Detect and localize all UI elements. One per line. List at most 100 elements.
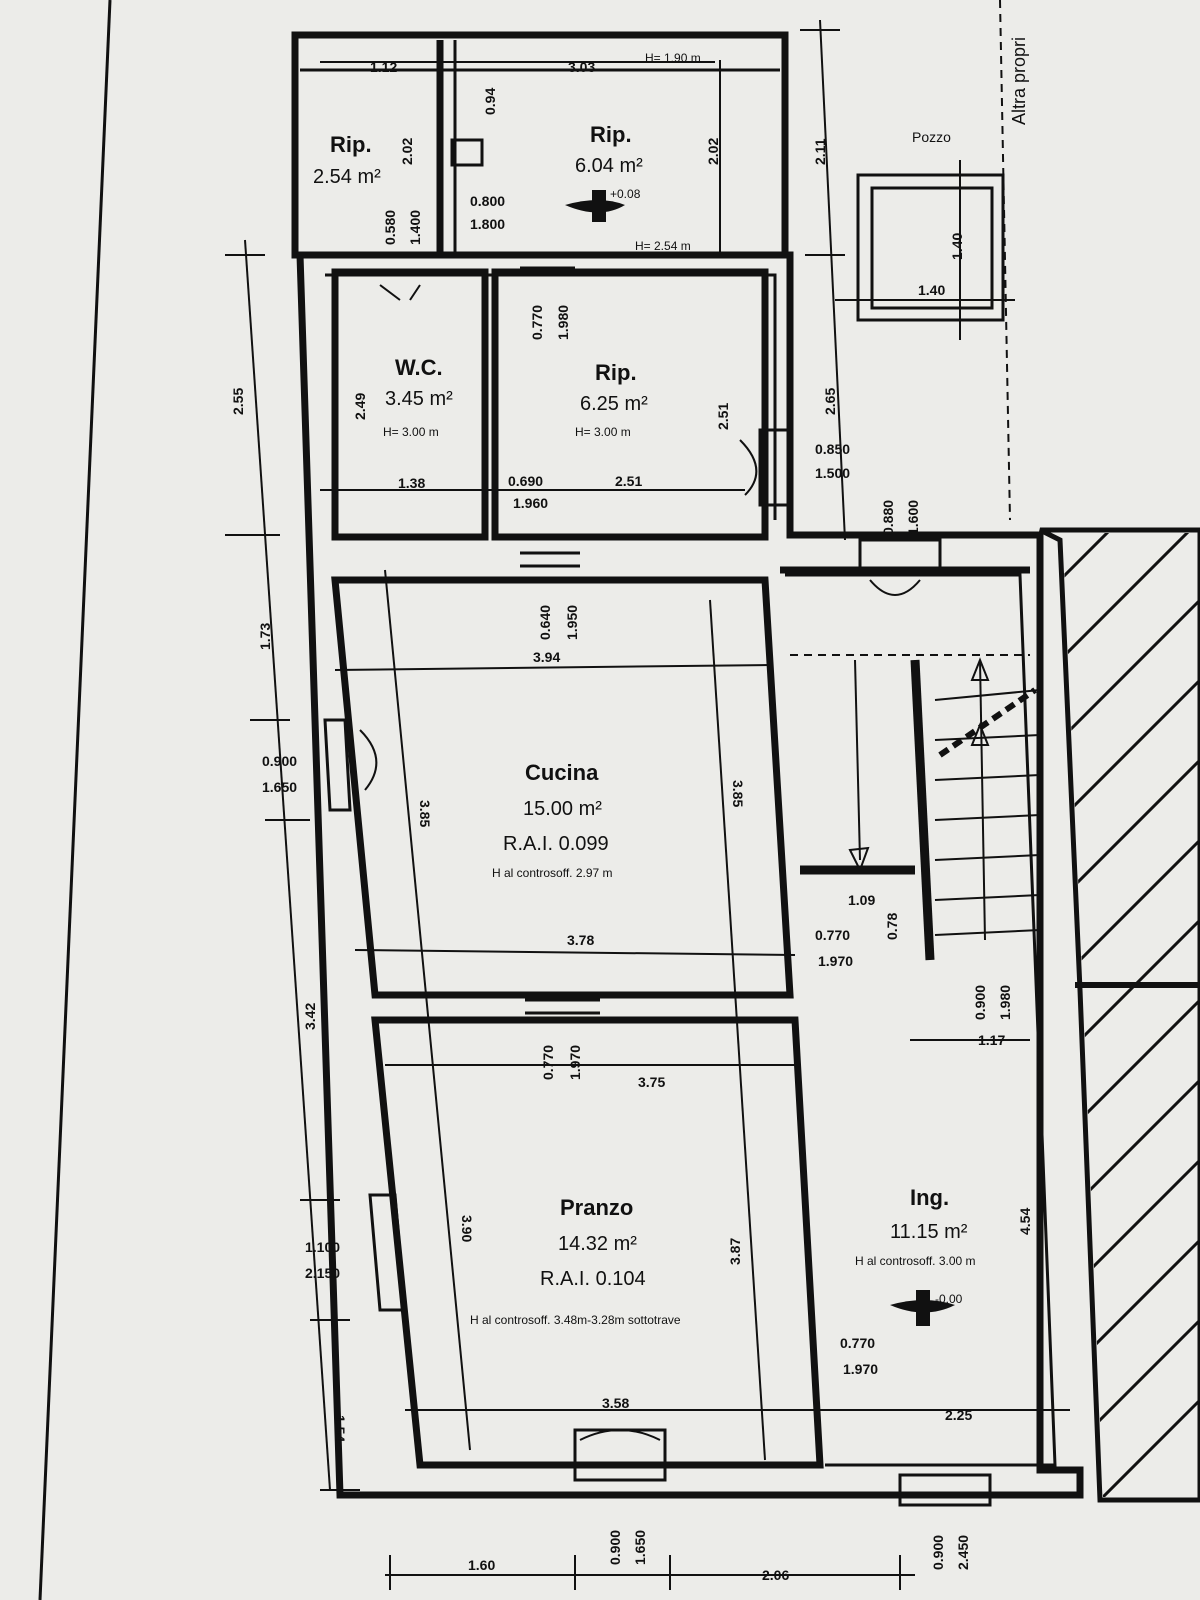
dim-label: 0.770 [540, 1045, 556, 1080]
dim-label: 0.770 [815, 927, 850, 943]
level-markers [565, 190, 955, 1326]
dim-label: 0.900 [972, 985, 988, 1020]
room-pranzo-name: Pranzo [560, 1195, 633, 1220]
dim-label: 0.850 [815, 441, 850, 457]
dim-label: 3.85 [417, 800, 433, 827]
dim-label: 1.970 [818, 953, 853, 969]
main-walls [296, 251, 1084, 1499]
dim-label: 2.06 [762, 1567, 789, 1583]
dim-label: 3.58 [602, 1395, 629, 1411]
door-and-window-symbols [323, 253, 992, 1507]
dim-label: 1.38 [398, 475, 425, 491]
room-rip-top-area: 6.04 m² [575, 155, 643, 177]
room-wc-name: W.C. [395, 355, 443, 380]
dim-label: 2.02 [399, 138, 415, 165]
room-cucina-name: Cucina [525, 760, 599, 785]
dim-label: 1.54 [332, 1415, 348, 1442]
hatched-neighbour-area [1038, 527, 1200, 1503]
dim-label: 0.690 [508, 473, 543, 489]
room-rip-top-level: +0.08 [610, 187, 641, 201]
dimension-lines [225, 19, 1070, 1590]
dim-label: 1.970 [843, 1361, 878, 1377]
room-ingresso-level: -0.00 [935, 1292, 963, 1306]
dim-label: 2.02 [705, 138, 721, 165]
dim-label: 1.09 [848, 892, 875, 908]
room-cucina-height: H al controsoff. 2.97 m [492, 866, 613, 880]
dim-label: 1.500 [815, 465, 850, 481]
room-rip-mid-area: 6.25 m² [580, 393, 648, 415]
dim-label: 1.17 [978, 1032, 1005, 1048]
dim-label: 1.400 [407, 210, 423, 245]
dim-label: 0.900 [930, 1535, 946, 1570]
dim-label: 1.800 [470, 216, 505, 232]
dim-label: 3.90 [459, 1215, 475, 1242]
dim-label: 1.960 [513, 495, 548, 511]
dim-label: 2.11 [812, 138, 828, 165]
dim-label: 1.950 [564, 605, 580, 640]
dim-label: 1.650 [632, 1530, 648, 1565]
dim-label: 1.12 [370, 59, 397, 75]
dim-label: 0.900 [262, 753, 297, 769]
dim-label: 2.55 [230, 388, 246, 415]
dim-label: 3.42 [302, 1003, 318, 1030]
dim-label: 3.78 [567, 932, 594, 948]
dim-label: 1.40 [918, 282, 945, 298]
dim-label: 0.770 [840, 1335, 875, 1351]
dim-label: 1.40 [949, 233, 965, 260]
dim-label: 1.73 [257, 623, 273, 650]
room-ingresso-height: H al controsoff. 3.00 m [855, 1254, 976, 1268]
dim-label: 3.75 [638, 1074, 665, 1090]
dim-label: 0.640 [537, 605, 553, 640]
room-rip-top-height: H= 1.90 m [645, 51, 701, 65]
room-pranzo-height: H al controsoff. 3.48m-3.28m sottotrave [470, 1313, 681, 1327]
dim-label: 2.150 [305, 1265, 340, 1281]
dim-label: 1.100 [305, 1239, 340, 1255]
room-pranzo-area: 14.32 m² [558, 1233, 637, 1255]
dim-label: 2.65 [822, 388, 838, 415]
dim-label: 0.580 [382, 210, 398, 245]
room-ingresso-area: 11.15 m² [890, 1221, 968, 1243]
dim-label: 2.25 [945, 1407, 972, 1423]
dim-label: 3.94 [533, 649, 560, 665]
room-ingresso-name: Ing. [910, 1185, 949, 1210]
property-boundary-line [999, 0, 1011, 521]
dim-label: 1.60 [468, 1557, 495, 1573]
room-rip-small-name: Rip. [330, 132, 372, 157]
dim-label: 2.51 [615, 473, 642, 489]
dim-label: 1.980 [555, 305, 571, 340]
room-cucina-area: 15.00 m² [523, 798, 602, 820]
dim-label: 1.600 [905, 500, 921, 535]
dim-label: 0.94 [482, 88, 498, 115]
room-wc-height: H= 3.00 m [383, 425, 439, 439]
room-rip-top-name: Rip. [590, 122, 632, 147]
dim-label: 0.800 [470, 193, 505, 209]
sheet-border-line [38, 0, 112, 1600]
dim-label: 0.880 [880, 500, 896, 535]
dim-label: 4.54 [1017, 1208, 1033, 1235]
neighbour-property-label: Altra propri [1009, 37, 1029, 125]
dimension-labels: 1.12 3.03 2.02 2.02 0.94 0.800 1.800 0.5… [230, 59, 1033, 1583]
dim-label: 1.980 [997, 985, 1013, 1020]
room-rip-mid-name: Rip. [595, 360, 637, 385]
dim-label: 2.450 [955, 1535, 971, 1570]
dim-label: 2.51 [715, 403, 731, 430]
dim-label: 1.970 [567, 1045, 583, 1080]
dim-label: 0.78 [884, 913, 900, 940]
dim-label: 3.85 [730, 780, 746, 807]
dim-label: 2.49 [352, 393, 368, 420]
room-wc-area: 3.45 m² [385, 388, 453, 410]
room-cucina-rai: R.A.I. 0.099 [503, 833, 609, 855]
well-symbol [835, 160, 1015, 340]
dim-label: 3.87 [727, 1238, 743, 1265]
dim-label: 0.770 [529, 305, 545, 340]
dim-label: 3.03 [568, 59, 595, 75]
room-pranzo-rai: R.A.I. 0.104 [540, 1268, 646, 1290]
room-rip-small-area: 2.54 m² [313, 166, 381, 188]
well-label: Pozzo [912, 129, 951, 145]
dim-label: 1.650 [262, 779, 297, 795]
room-rip-top-height2: H= 2.54 m [635, 239, 691, 253]
dim-label: 0.900 [607, 1530, 623, 1565]
room-rip-mid-height: H= 3.00 m [575, 425, 631, 439]
